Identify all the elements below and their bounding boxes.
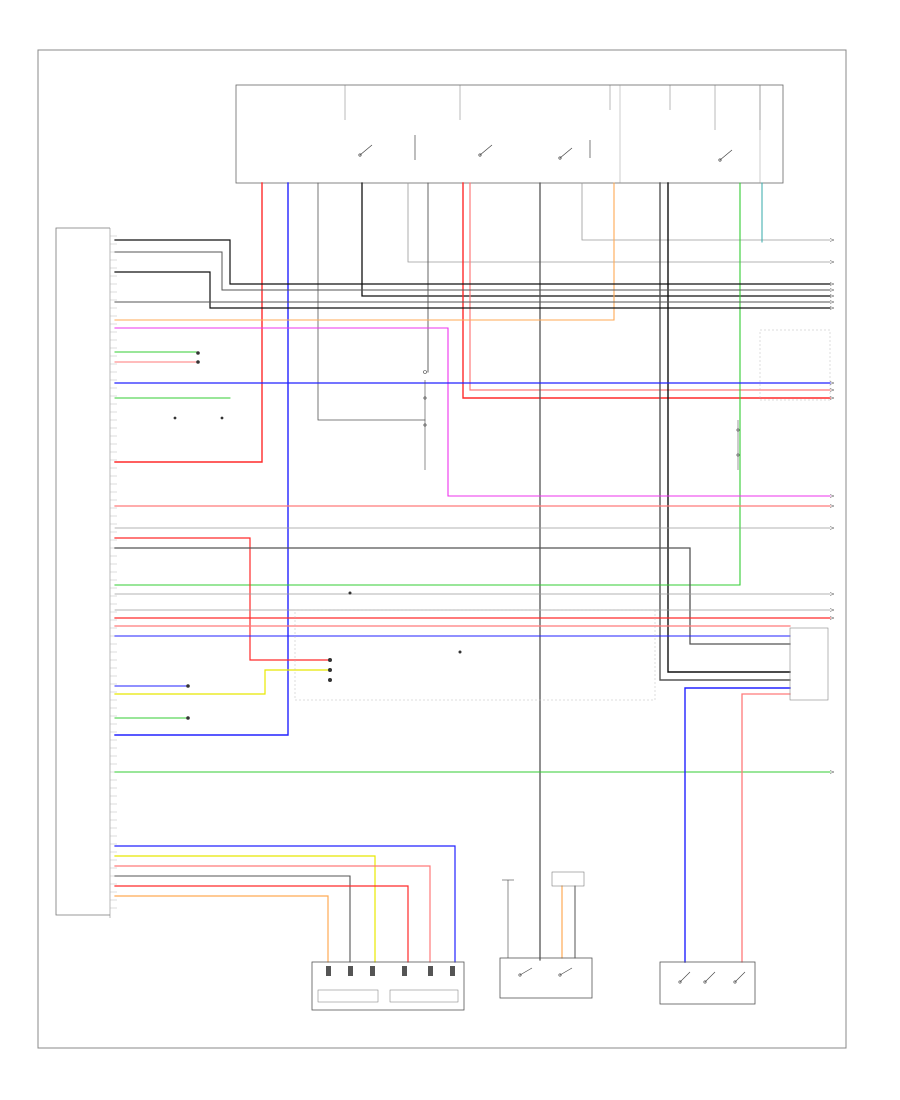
right-terminal-arrow-icon <box>829 288 835 292</box>
splice-dot-icon <box>186 351 462 720</box>
wire-gray-harness-4 <box>114 875 351 963</box>
bottom-right-assembly <box>659 961 756 1005</box>
ecu-bracket <box>55 227 110 916</box>
wire-magenta-ecu-5 <box>114 327 831 497</box>
right-terminal-arrow-icon <box>829 388 835 392</box>
interior-components <box>173 329 831 720</box>
connector-pin-icon <box>326 966 455 976</box>
wire-pink-harness-3 <box>114 865 431 963</box>
right-terminal-arrow-icon <box>829 306 835 310</box>
bottom-components <box>311 871 756 1011</box>
wire-blue-module-drop <box>114 182 289 736</box>
right-terminal-arrow-icon <box>829 592 835 596</box>
diagram-frame <box>37 49 847 1049</box>
switch-contact-icon <box>358 135 733 162</box>
wire-red-ecu-12 <box>114 537 331 661</box>
wire-blue-harness-1 <box>114 845 456 963</box>
ecu-connector-strip <box>55 227 117 918</box>
bottom-middle-assembly <box>499 957 593 999</box>
right-terminal-arrow-icon <box>829 260 835 264</box>
right-terminal-arrow-icon <box>829 294 835 298</box>
wire-red-harness-5 <box>114 885 409 963</box>
wire-gray-ecu-13 <box>114 547 791 645</box>
wire-orange-harness-6 <box>114 895 329 963</box>
right-terminal-arrow-icon <box>829 526 835 530</box>
wire-red-module-drop <box>114 182 263 463</box>
wire-layer <box>114 182 831 963</box>
right-terminal-arrow-icon <box>829 504 835 508</box>
right-side-sensor <box>736 420 740 470</box>
wire-blue-right-drop <box>684 687 791 963</box>
right-terminal-arrow-icon <box>829 238 835 242</box>
wire-green-right-c <box>114 182 741 586</box>
interior-dashed-box <box>294 609 656 701</box>
wire-black-feed-a <box>361 182 831 297</box>
wire-gray-feed-b <box>407 182 831 263</box>
ecu-device-pins <box>173 416 224 420</box>
wire-gray-right-a <box>659 182 791 681</box>
wire-black-right-b <box>667 182 791 673</box>
right-terminal-arrow-icon <box>829 608 835 612</box>
top-module <box>235 84 784 184</box>
right-terminal-arrow-icon <box>829 381 835 385</box>
wire-yellow-ecu-20 <box>114 669 331 695</box>
top-module-box <box>235 84 784 184</box>
right-connector-box <box>789 627 829 701</box>
wire-red-feed-d <box>462 182 831 399</box>
right-terminal-arrow-icon <box>829 396 835 400</box>
right-edge-terminals <box>829 238 835 774</box>
center-switch-icon <box>423 370 427 470</box>
wire-yellow-harness-2 <box>114 855 376 963</box>
wire-gray-module-drop <box>317 182 426 421</box>
right-terminal-arrow-icon <box>829 494 835 498</box>
wire-gray-ecu-2 <box>114 251 831 291</box>
bottom-left-assembly <box>311 961 465 1011</box>
right-terminal-arrow-icon <box>829 616 835 620</box>
switch-contact-icon <box>518 967 573 977</box>
right-terminal-arrow-icon <box>829 770 835 774</box>
wire-pink-feed-e <box>469 182 831 391</box>
fuse-stack <box>551 871 585 887</box>
ground-icon <box>502 879 514 958</box>
ecu-pin-ticks <box>110 235 117 909</box>
wire-gray-feed-f <box>581 182 831 241</box>
wire-black-ecu-1 <box>114 239 831 285</box>
right-dashed-box <box>759 329 831 401</box>
wire-black-ecu-3 <box>114 271 831 309</box>
right-terminal-arrow-icon <box>829 282 835 286</box>
switch-contact-icon <box>678 971 746 984</box>
wire-pink-right-drop <box>741 693 791 963</box>
right-terminal-arrow-icon <box>829 300 835 304</box>
wire-orange-feed-g <box>114 182 615 321</box>
